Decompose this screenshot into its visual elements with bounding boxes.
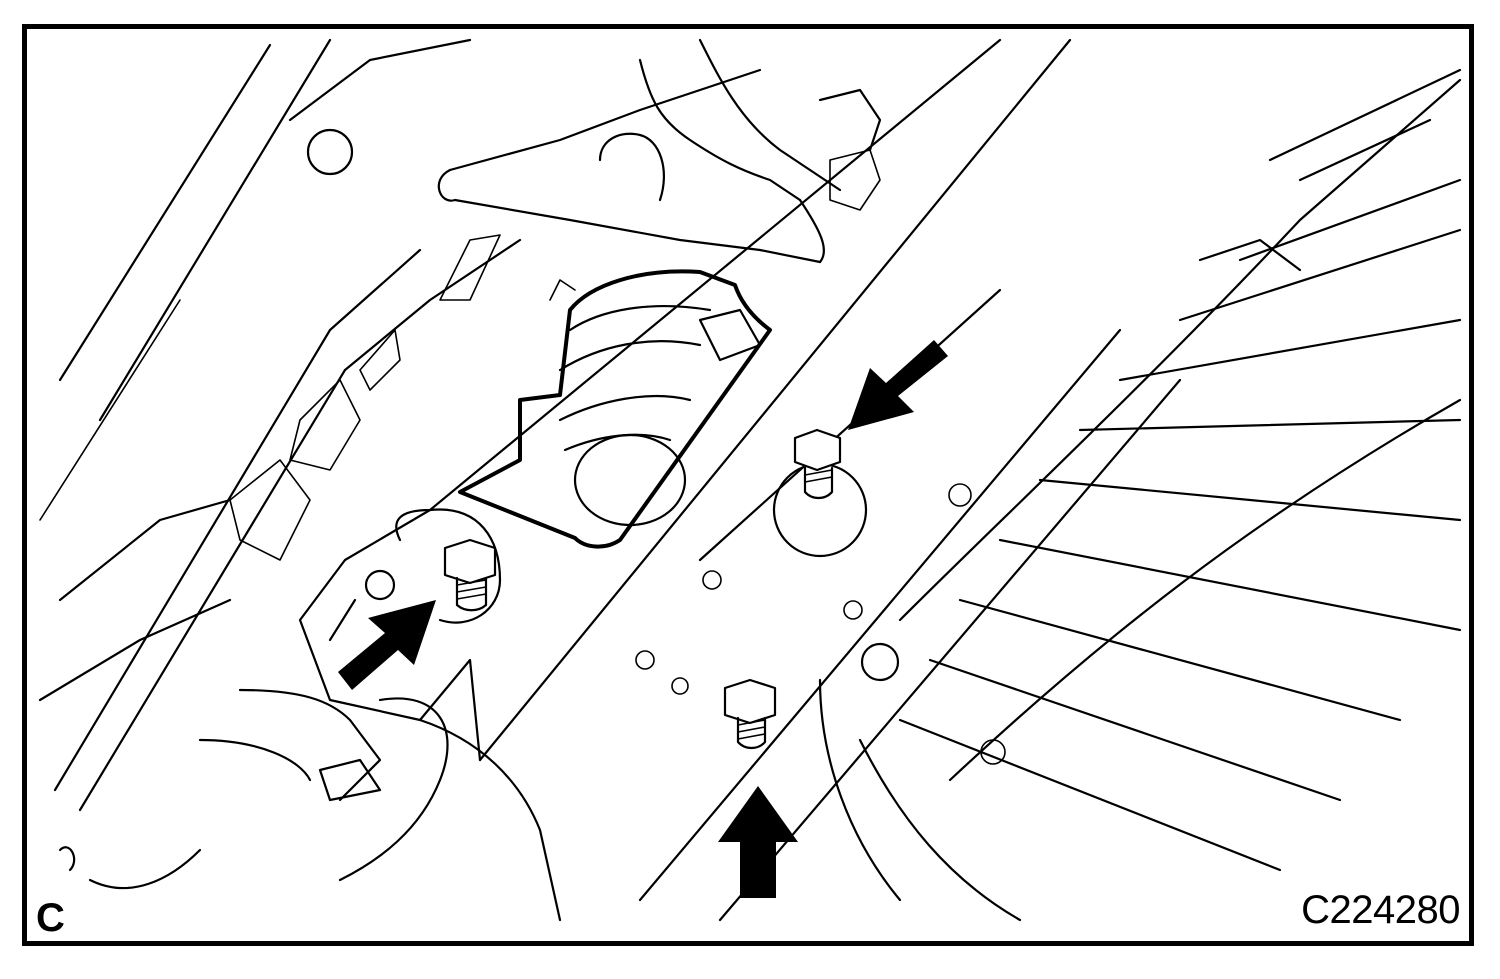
mounting-hole [860, 642, 900, 682]
transmission-oil-pan [818, 68, 1462, 922]
bottom-bolt [723, 678, 777, 750]
engine-mount-bushing [458, 269, 772, 549]
exhaust-pipe [437, 38, 882, 264]
left-frame-structure [38, 38, 522, 812]
hole [671, 677, 689, 695]
view-code-label: C [36, 896, 65, 940]
left-bolt [443, 538, 497, 612]
mounting-hole [306, 128, 354, 176]
arrow-bottom-bolt [718, 786, 798, 898]
diagram-frame [22, 24, 1474, 946]
hole [635, 650, 655, 670]
right-bolt [793, 428, 842, 500]
hole [843, 600, 863, 620]
arrow-left-bolt [338, 600, 436, 690]
hole [948, 483, 972, 507]
arrow-right-bolt [848, 340, 948, 430]
figure-reference-number: C224280 [1301, 888, 1460, 932]
hole [702, 570, 722, 590]
washer-plate [772, 462, 868, 558]
lower-left-components [58, 688, 562, 922]
